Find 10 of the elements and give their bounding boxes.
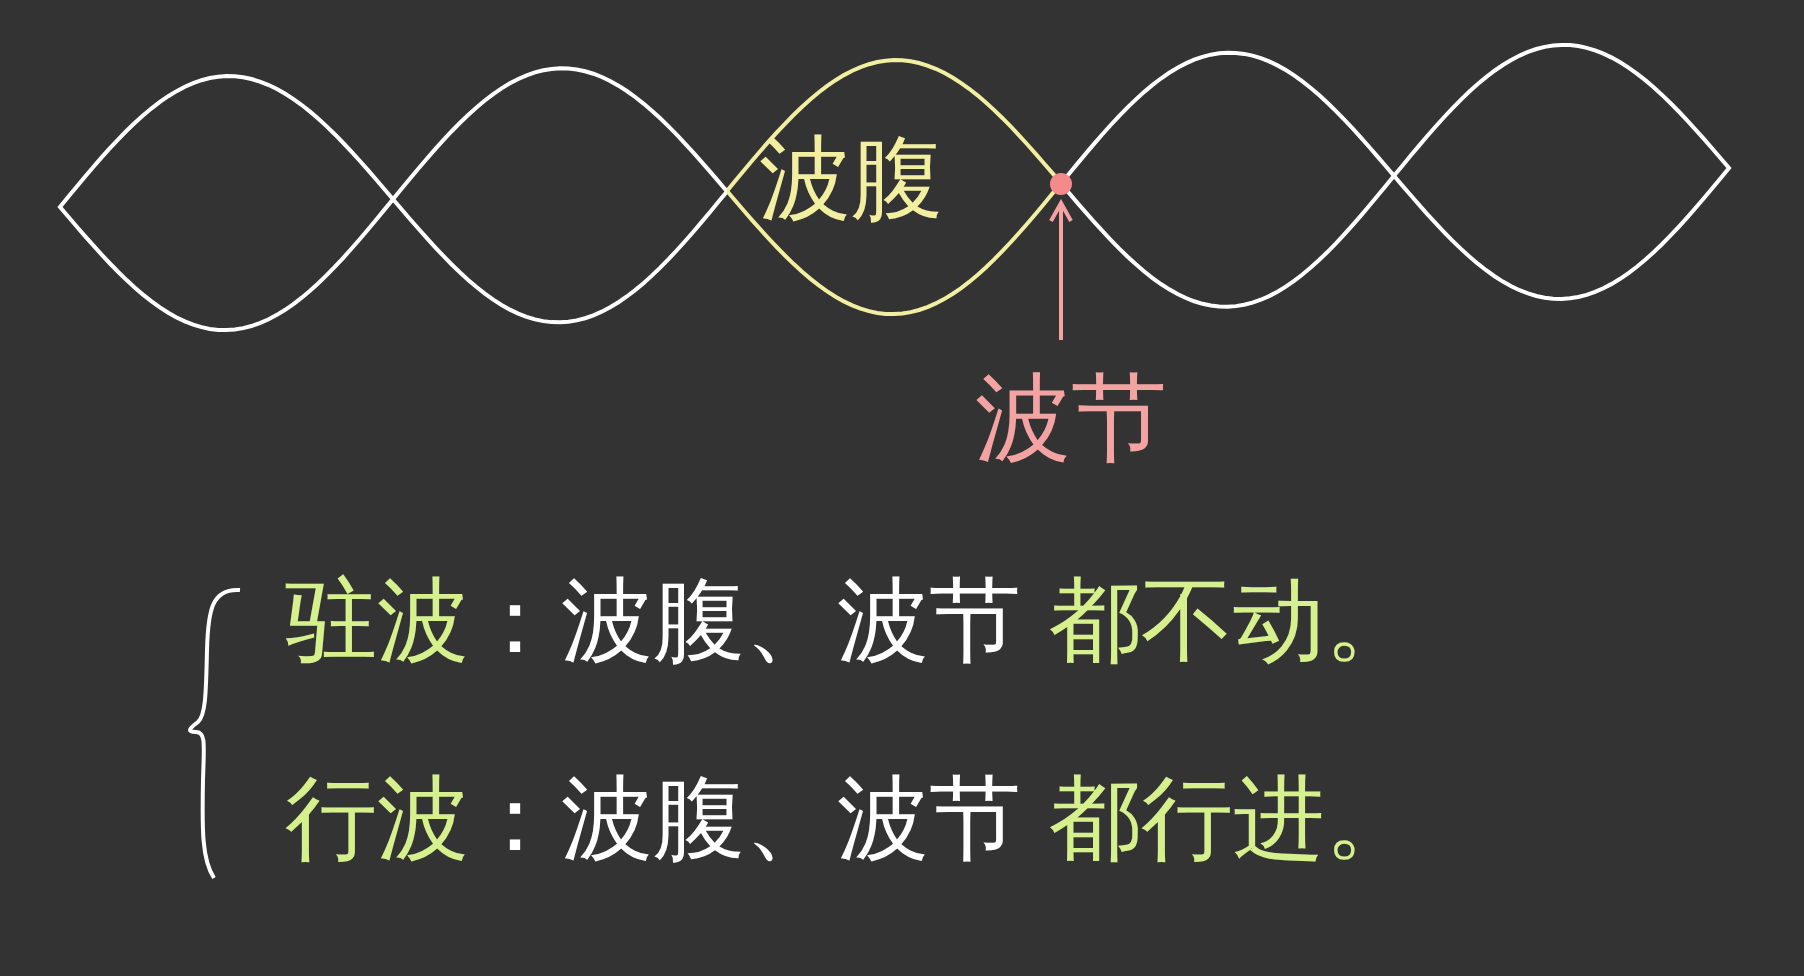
description-text: 都不动。: [1049, 570, 1417, 672]
antinode-label: 波腹: [759, 133, 943, 226]
description-text: 都行进。: [1049, 768, 1417, 870]
wave-type-label: 驻波: [285, 570, 469, 672]
arrow: [1049, 201, 1073, 340]
node-point: [1050, 173, 1072, 195]
description-text: ：波腹、波节: [469, 570, 1021, 672]
description-text: ：波腹、波节: [469, 768, 1021, 870]
node-label: 波节: [975, 370, 1167, 466]
wave-type-label: 行波: [285, 768, 469, 870]
